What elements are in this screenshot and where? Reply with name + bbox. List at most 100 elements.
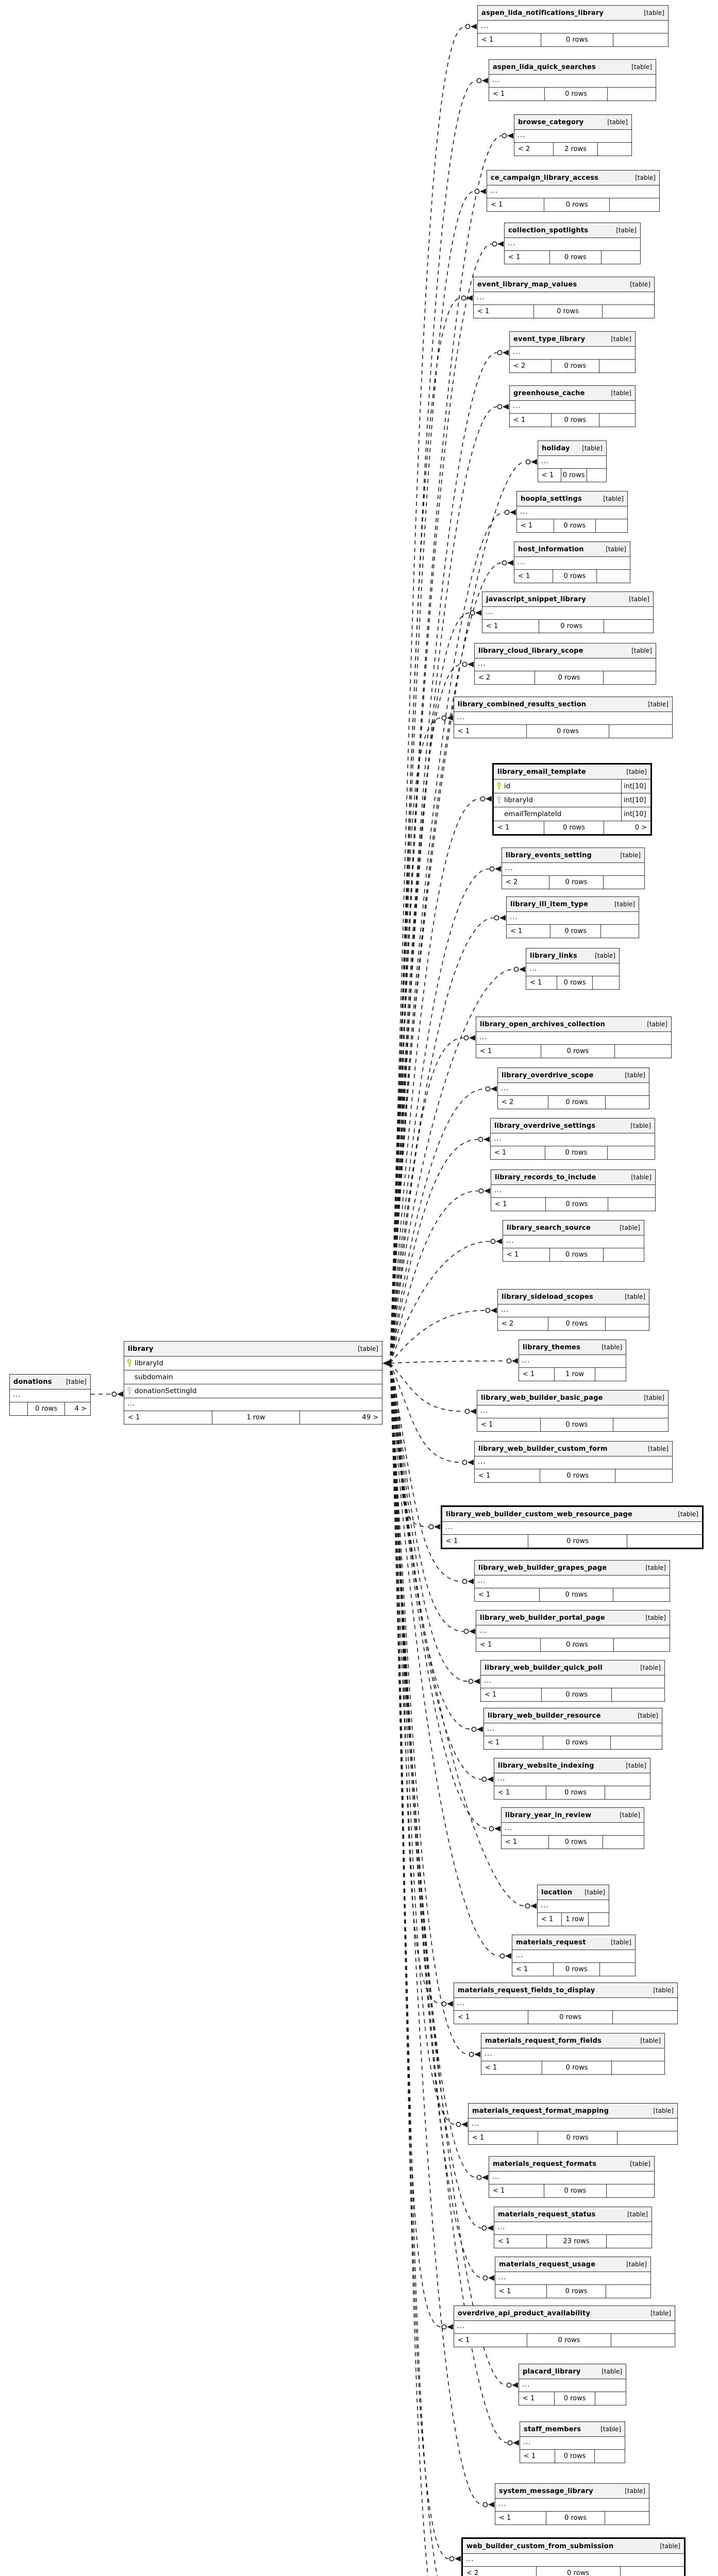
table-tag: [table] bbox=[607, 118, 628, 126]
table-header: web_builder_custom_from_submission[table… bbox=[463, 2539, 684, 2554]
table-header: collection_spotlights[table] bbox=[505, 223, 640, 238]
fk-connector bbox=[390, 1363, 462, 1582]
elided-columns-row: ... bbox=[517, 506, 627, 519]
table-name: library_ill_item_type bbox=[510, 900, 589, 908]
table-name: materials_request bbox=[516, 1938, 586, 1946]
zero-or-more-circle bbox=[476, 2175, 482, 2180]
footer-children-count: < 1 bbox=[481, 1421, 493, 1429]
table-box-overdrive_api_product_availability[interactable]: overdrive_api_product_availability[table… bbox=[454, 2306, 675, 2347]
footer-row-count: 0 rows bbox=[549, 1248, 603, 1261]
table-box-library_web_builder_custom_form[interactable]: library_web_builder_custom_form[table]..… bbox=[474, 1441, 673, 1483]
table-name: library bbox=[128, 1345, 154, 1353]
column-row: subdomain bbox=[124, 1370, 382, 1384]
footer-row-count: 0 rows bbox=[528, 1535, 627, 1548]
table-box-library_web_builder_resource[interactable]: library_web_builder_resource[table]...< … bbox=[483, 1708, 662, 1750]
table-tag: [table] bbox=[66, 1378, 87, 1385]
footer-parents-count bbox=[612, 33, 668, 46]
crowfoot-arrow-icon bbox=[505, 1953, 511, 1959]
crowfoot-arrow-icon bbox=[507, 133, 513, 139]
table-box-library_web_builder_quick_poll[interactable]: library_web_builder_quick_poll[table]...… bbox=[480, 1660, 665, 1702]
footer-row-count: 0 rows bbox=[541, 1688, 611, 1701]
table-box-library_web_builder_basic_page[interactable]: library_web_builder_basic_page[table]...… bbox=[477, 1390, 669, 1432]
footer-parents-count bbox=[594, 2392, 626, 2405]
table-box-library_open_archives_collection[interactable]: library_open_archives_collection[table].… bbox=[476, 1016, 672, 1058]
crowfoot-arrow-icon bbox=[470, 1409, 476, 1414]
table-box-library_web_builder_grapes_page[interactable]: library_web_builder_grapes_page[table]..… bbox=[474, 1560, 670, 1602]
table-name: aspen_lida_quick_searches bbox=[493, 63, 596, 71]
footer-row-count: 0 rows bbox=[540, 1418, 613, 1431]
zero-or-more-circle bbox=[478, 1188, 484, 1194]
table-name: javascript_snippet_library bbox=[486, 595, 586, 603]
table-name: library_year_in_review bbox=[505, 1811, 592, 1819]
crowfoot-arrow-icon bbox=[477, 1726, 483, 1732]
table-tag: [table] bbox=[611, 1939, 631, 1946]
elided-columns-row: ... bbox=[475, 1575, 670, 1588]
library-edge-arrow-icon bbox=[382, 1360, 390, 1367]
fk-connector bbox=[390, 917, 494, 1364]
crowfoot-arrow-icon bbox=[512, 1358, 518, 1364]
crowfoot-arrow-icon bbox=[530, 1903, 537, 1909]
fk-connector bbox=[390, 1363, 507, 2386]
table-box-library_web_builder_portal_page[interactable]: library_web_builder_portal_page[table]..… bbox=[476, 1610, 670, 1652]
table-box-web_builder_custom_from_submission[interactable]: web_builder_custom_from_submission[table… bbox=[461, 2537, 686, 2576]
table-box-library_combined_results_section[interactable]: library_combined_results_section[table].… bbox=[454, 697, 673, 738]
table-header: library_web_builder_basic_page[table] bbox=[477, 1391, 668, 1405]
fk-connector bbox=[390, 26, 465, 1364]
footer-parents-count bbox=[603, 671, 656, 684]
primary-key-icon bbox=[496, 782, 502, 790]
footer-children-count: < 1 bbox=[542, 471, 554, 479]
elided-columns-row: ... bbox=[510, 347, 635, 360]
table-box-library_web_builder_custom_web_resource_page[interactable]: library_web_builder_custom_web_resource_… bbox=[441, 1505, 704, 1549]
table-tag: [table] bbox=[630, 2160, 650, 2167]
table-box-materials_request_form_fields[interactable]: materials_request_form_fields[table]...<… bbox=[481, 2033, 665, 2075]
table-box-materials_request_fields_to_display[interactable]: materials_request_fields_to_display[tabl… bbox=[454, 1982, 678, 2024]
table-tag: [table] bbox=[644, 9, 664, 16]
table-header: library_year_in_review[table] bbox=[502, 1808, 644, 1823]
footer-row-count: 0 rows bbox=[548, 1836, 603, 1849]
zero-or-more-circle bbox=[462, 662, 467, 667]
table-box-aspen_lida_notifications_library[interactable]: aspen_lida_notifications_library[table].… bbox=[477, 5, 669, 47]
table-box-materials_request_format_mapping[interactable]: materials_request_format_mapping[table].… bbox=[468, 2103, 678, 2145]
elided-columns-row: ... bbox=[487, 185, 659, 198]
elided-columns-row: ... bbox=[507, 912, 639, 925]
table-box-library_cloud_library_scope[interactable]: library_cloud_library_scope[table]...< 2… bbox=[474, 643, 656, 685]
elided-columns-row: ... bbox=[495, 2499, 649, 2512]
